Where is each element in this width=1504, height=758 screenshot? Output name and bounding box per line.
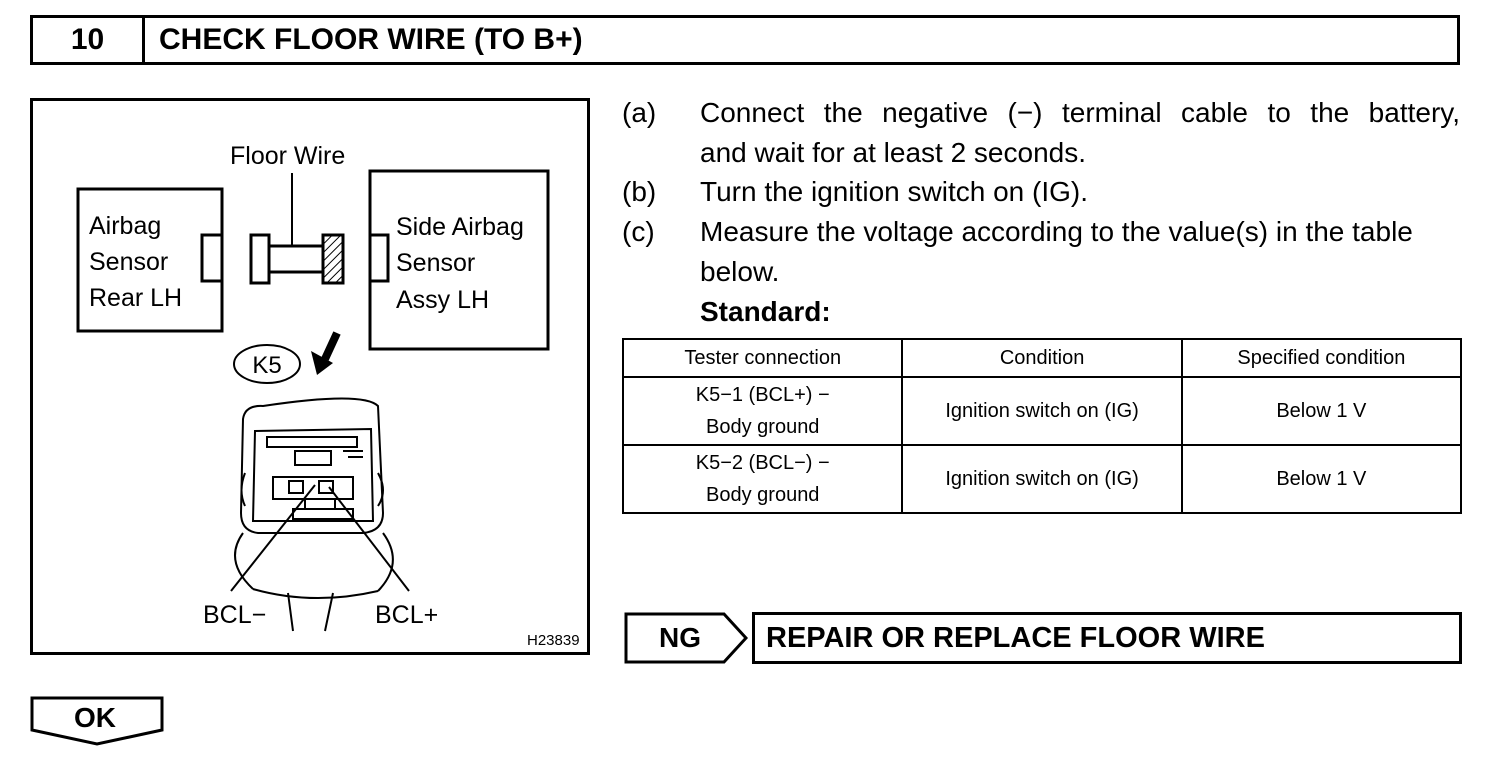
step-c-line-1: Measure the voltage according to the val… [700, 216, 1413, 247]
cell-condition: Ignition switch on (IG) [901, 376, 1183, 446]
ng-label: NG [659, 622, 701, 653]
left-component-line-2: Sensor [89, 248, 168, 276]
header-condition: Condition [901, 338, 1183, 378]
ng-action-box [752, 612, 1462, 664]
bcl-plus-leader [328, 486, 410, 592]
step-a-line-2: and wait for at least 2 seconds. [700, 137, 1086, 168]
cell-specified: Below 1 V [1180, 444, 1463, 514]
wiring-diagram: Floor Wire Airbag Sensor Rear LH Side Ai… [76, 142, 580, 649]
ok-label: OK [74, 702, 116, 733]
floor-wire-label: Floor Wire [230, 142, 345, 170]
step-a-line-1: Connect the negative (−) terminal cable … [700, 97, 1460, 128]
table-row: K5−2 (BCL−) − Body ground Ignition switc… [621, 444, 1463, 514]
connection-line-2: Body ground [706, 484, 820, 506]
cell-specified: Below 1 V [1180, 376, 1463, 446]
spec-table: Tester connection Condition Specified co… [621, 338, 1463, 514]
right-connector-socket [368, 233, 390, 283]
header-specified-condition: Specified condition [1180, 338, 1463, 378]
bcl-minus-leader [230, 484, 316, 592]
harness-left-plug [249, 233, 271, 285]
connection-line-1: K5−2 (BCL−) − [695, 452, 830, 474]
step-c-letter: (c) [622, 216, 655, 247]
side-airbag-sensor-assy-lh-box [368, 169, 550, 351]
ok-arrow-box [30, 696, 164, 746]
step-c-line-2: below. [700, 256, 780, 287]
connector-id-ellipse [233, 344, 301, 384]
terminal-minus-label: BCL− [203, 601, 266, 629]
wiring-figure: Floor Wire Airbag Sensor Rear LH Side Ai… [30, 98, 590, 655]
left-connector-socket [200, 233, 224, 283]
right-component-line-2: Sensor [396, 249, 475, 277]
standard-label: Standard: [700, 296, 831, 327]
table-header-row: Tester connection Condition Specified co… [621, 338, 1463, 378]
cell-connection: K5−2 (BCL−) − Body ground [621, 444, 904, 514]
step-title: CHECK FLOOR WIRE (TO B+) [159, 23, 583, 56]
connection-line-1: K5−1 (BCL+) − [695, 384, 830, 406]
step-number: 10 [33, 18, 145, 62]
harness-right-plug [321, 233, 345, 285]
ng-action-text: REPAIR OR REPLACE FLOOR WIRE [766, 622, 1265, 654]
step-header: 10 CHECK FLOOR WIRE (TO B+) [30, 15, 1460, 65]
step-a-letter: (a) [622, 97, 657, 128]
right-component-line-1: Side Airbag [396, 213, 524, 241]
harness-body [267, 244, 325, 274]
header-tester-connection: Tester connection [621, 338, 904, 378]
left-component-line-1: Airbag [89, 212, 161, 240]
connector-front-view [234, 397, 394, 632]
step-b-line-1: Turn the ignition switch on (IG). [700, 176, 1089, 207]
cell-condition: Ignition switch on (IG) [901, 444, 1183, 514]
connector-id: K5 [252, 352, 281, 379]
figure-code: H23839 [527, 632, 580, 649]
right-component-line-3: Assy LH [396, 286, 489, 314]
step-b-letter: (b) [622, 176, 657, 207]
arrow-down-icon [311, 331, 341, 375]
table-row: K5−1 (BCL+) − Body ground Ignition switc… [621, 376, 1463, 446]
cell-connection: K5−1 (BCL+) − Body ground [621, 376, 904, 446]
ng-arrow-box [624, 612, 748, 664]
terminal-plus-label: BCL+ [375, 601, 438, 629]
connection-line-2: Body ground [706, 416, 820, 438]
left-component-line-3: Rear LH [89, 284, 182, 312]
